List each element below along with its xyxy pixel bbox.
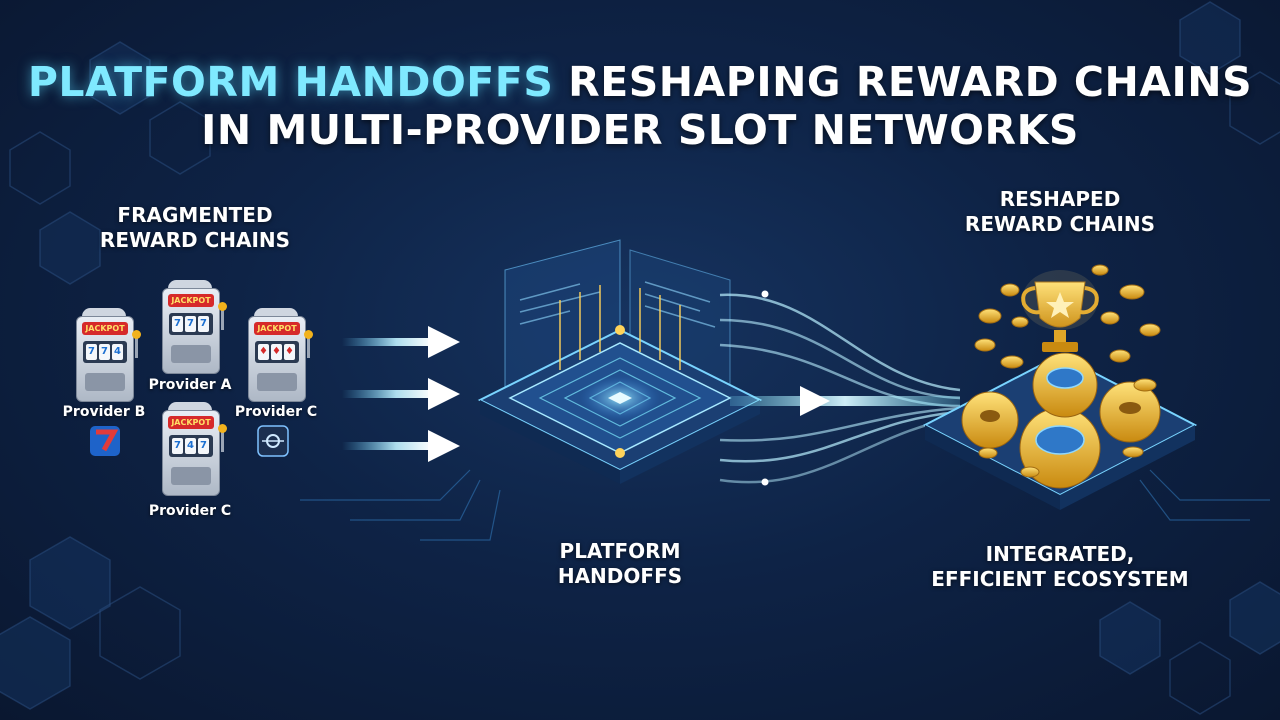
label-fragmented-reward-chains: FRAGMENTED REWARD CHAINS bbox=[80, 203, 310, 253]
slot-banner: JACKPOT bbox=[168, 416, 214, 429]
slot-banner: JACKPOT bbox=[168, 294, 214, 307]
provider-label-a: Provider A bbox=[148, 377, 232, 393]
circuit-traces bbox=[300, 469, 1270, 541]
label-right-bottom-line-2: EFFICIENT ECOSYSTEM bbox=[931, 567, 1189, 591]
provider-label-b: Provider B bbox=[62, 404, 146, 420]
input-arrows bbox=[342, 326, 460, 462]
label-right-top-line-1: RESHAPED bbox=[999, 187, 1121, 211]
hex-pattern-left bbox=[0, 41, 211, 710]
output-beams bbox=[719, 290, 961, 486]
provider-logo-icon-b bbox=[90, 426, 120, 456]
label-left-line-2: REWARD CHAINS bbox=[99, 228, 291, 252]
label-reshaped-reward-chains: RESHAPED REWARD CHAINS bbox=[940, 187, 1180, 237]
trophy-icon bbox=[1021, 270, 1099, 352]
slot-banner: JACKPOT bbox=[82, 322, 128, 335]
slot-banner: JACKPOT bbox=[254, 322, 300, 335]
label-center-line-2: HANDOFFS bbox=[557, 564, 683, 588]
provider-label-c-bottom: Provider C bbox=[148, 503, 232, 519]
provider-logo-icon-c bbox=[257, 425, 289, 457]
gear-icon bbox=[961, 352, 1161, 489]
label-left-line-1: FRAGMENTED bbox=[117, 203, 273, 227]
label-right-bottom-line-1: INTEGRATED, bbox=[985, 542, 1135, 566]
label-integrated-ecosystem: INTEGRATED, EFFICIENT ECOSYSTEM bbox=[910, 542, 1210, 592]
label-platform-handoffs: PLATFORM HANDOFFS bbox=[520, 539, 720, 589]
platform-chip-icon bbox=[477, 239, 763, 484]
arrow-right-icon bbox=[730, 386, 960, 416]
label-center-line-1: PLATFORM bbox=[559, 539, 681, 563]
slot-machine-icon: JACKPOT ♦♦♦ bbox=[244, 308, 313, 404]
coin-icon bbox=[974, 264, 1161, 478]
provider-label-c: Provider C bbox=[234, 404, 318, 420]
title-line-1: PLATFORM HANDOFFS RESHAPING REWARD CHAIN… bbox=[0, 58, 1280, 106]
hex-pattern-right bbox=[1099, 1, 1280, 715]
title-line-2: IN MULTI-PROVIDER SLOT NETWORKS bbox=[201, 106, 1079, 154]
title-line-1-rest: RESHAPING REWARD CHAINS bbox=[553, 58, 1253, 106]
title-highlight: PLATFORM HANDOFFS bbox=[27, 58, 554, 106]
label-right-top-line-2: REWARD CHAINS bbox=[964, 212, 1156, 236]
